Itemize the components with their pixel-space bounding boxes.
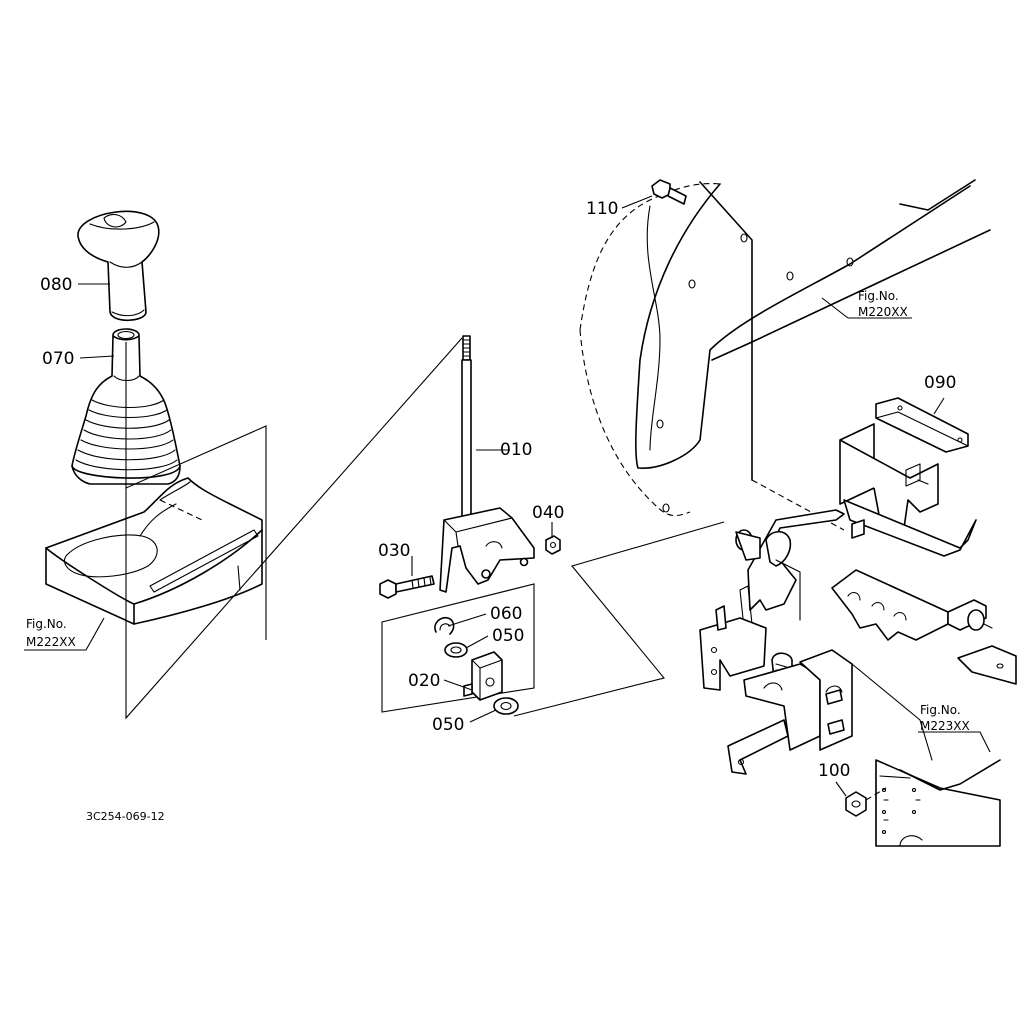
document-code: 3C254-069-12 [86,810,165,823]
fig-ref-m223xx-prefix: Fig.No. [920,703,961,717]
nut-040 [545,535,561,555]
label-part-070: 070 [42,349,74,369]
lower-frame-panel [875,645,1017,847]
shift-knob [77,210,160,322]
shift-console [45,477,263,625]
label-part-050-upper: 050 [492,626,524,646]
washer-050-lower [493,697,519,715]
label-part-030: 030 [378,541,410,561]
washer-050-upper [444,642,468,658]
bolt-110 [651,179,687,205]
leader-lines [24,195,991,797]
label-part-080: 080 [40,275,72,295]
clip-060 [434,616,455,635]
part-labels: 080 070 010 040 030 060 050 020 050 110 … [40,199,956,781]
block-020 [463,651,503,701]
shift-linkage [699,509,993,775]
fig-ref-m222xx-prefix: Fig.No. [26,617,67,631]
shift-lever [439,335,535,593]
fig-ref-m222xx-number: M222XX [26,635,76,649]
figure-references: Fig.No. M222XX Fig.No. M220XX Fig.No. M2… [26,289,970,733]
upper-frame-panel [579,179,991,531]
label-part-010: 010 [500,440,532,460]
label-part-020: 020 [408,671,440,691]
fig-ref-m223xx-number: M223XX [920,719,970,733]
label-part-100: 100 [818,761,850,781]
fig-ref-m220xx-prefix: Fig.No. [858,289,899,303]
fig-ref-m220xx-number: M220XX [858,305,908,319]
label-part-110: 110 [586,199,618,219]
phantom-lines [125,337,725,720]
label-part-050-lower: 050 [432,715,464,735]
bolt-030 [379,575,435,599]
nut-100 [845,787,887,817]
label-part-060: 060 [490,604,522,624]
bracket-090 [839,397,977,557]
label-part-040: 040 [532,503,564,523]
label-part-090: 090 [924,373,956,393]
